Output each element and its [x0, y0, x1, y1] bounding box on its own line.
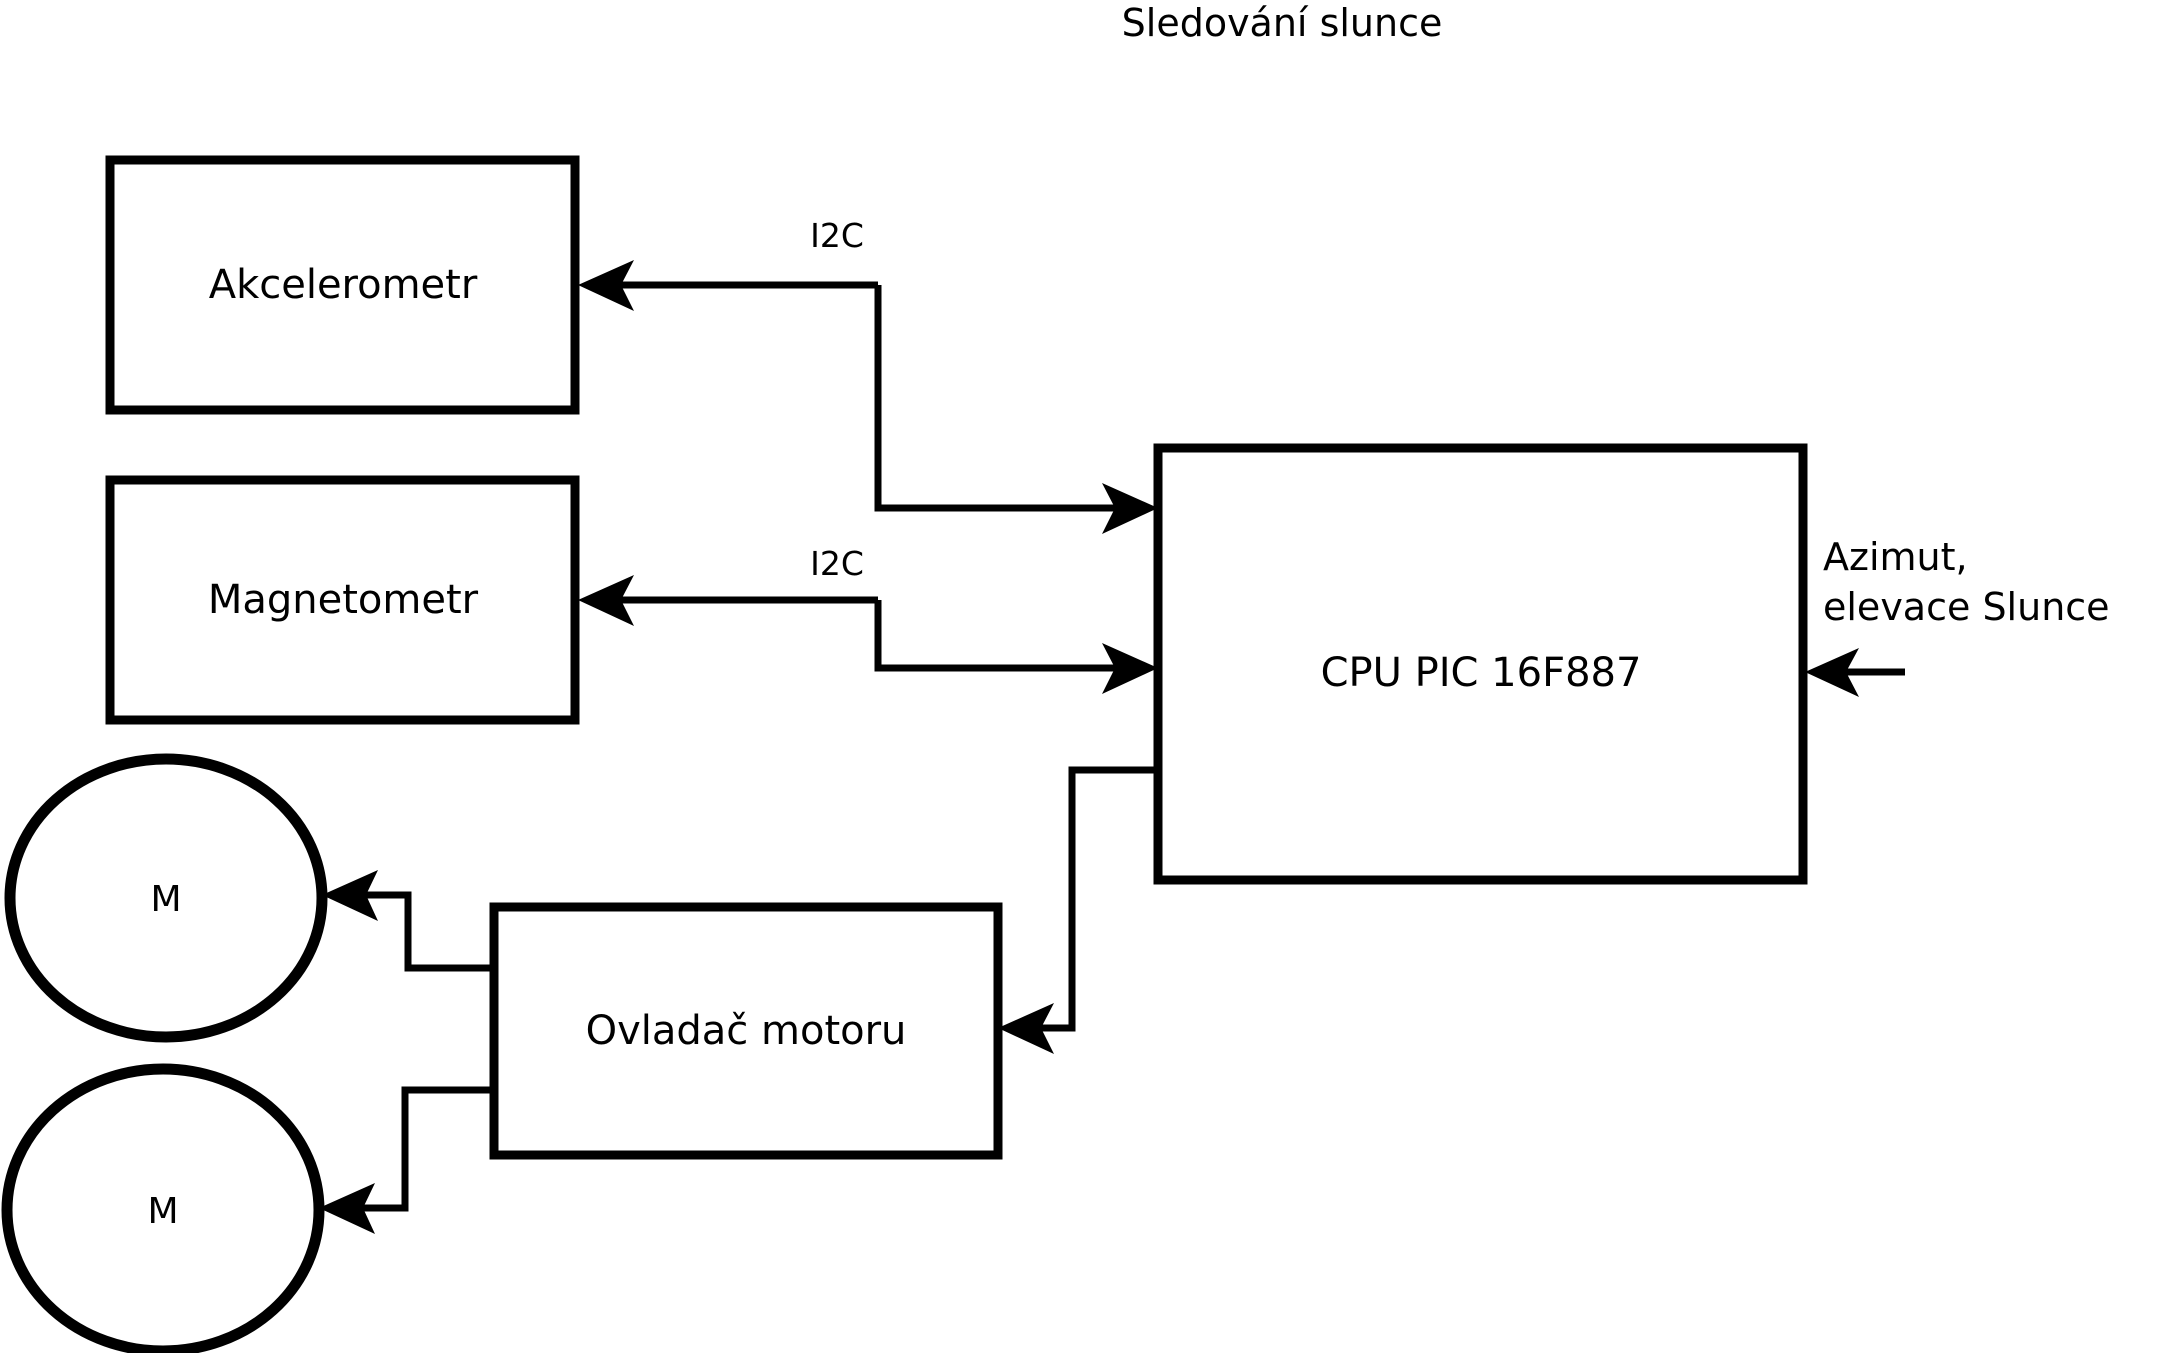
arrowhead-into-cpu-right [1805, 648, 1859, 697]
node-akcelerometr[interactable]: Akcelerometr [105, 155, 580, 415]
arrowhead-into-cpu-top [1102, 483, 1158, 534]
side-label-azimut-line1: Azimut, [1823, 535, 1968, 579]
node-motor-bottom[interactable]: M [1, 1063, 325, 1353]
edge-cpu-to-magnetometr [578, 575, 878, 626]
edge-akcelerometr-to-cpu-wire [874, 285, 1115, 512]
diagram-title: Sledování slunce [1122, 1, 1443, 45]
cpu-label: CPU PIC 16F887 [1321, 650, 1642, 696]
edge-sun-input-to-cpu [1805, 648, 1905, 697]
arrowhead-into-motor-bottom [319, 1183, 375, 1234]
arrowhead-into-motor-top [322, 870, 378, 921]
edge-ovladac-to-motor-top-wire [366, 891, 494, 972]
node-motor-top[interactable]: M [4, 753, 328, 1043]
edge-akcelerometr-to-cpu [874, 285, 1158, 534]
motor-top-circle [4, 753, 328, 1043]
edge-label-i2c-accelerometer: I2C [810, 216, 864, 255]
arrowhead-into-akcelerometr [578, 260, 634, 311]
edge-cpu-to-akcelerometr [578, 260, 878, 311]
edge-magnetometr-to-cpu-wire [874, 600, 1115, 672]
akcelerometr-label: Akcelerometr [209, 262, 478, 308]
edge-cpu-to-ovladac-wire [1041, 766, 1158, 1032]
edge-label-i2c-magnetometer: I2C [810, 544, 864, 583]
node-ovladac-motoru[interactable]: Ovladač motoru [489, 902, 1003, 1160]
edge-magnetometr-to-cpu [874, 600, 1158, 694]
side-label-azimut-line2: elevace Slunce [1823, 585, 2110, 629]
magnetometr-box [105, 475, 580, 725]
edge-ovladac-to-motor-bottom [319, 1086, 494, 1234]
node-magnetometr[interactable]: Magnetometr [105, 475, 580, 725]
node-cpu[interactable]: CPU PIC 16F887 [1153, 443, 1808, 885]
ovladac-motoru-box [489, 902, 1003, 1160]
arrowhead-into-magnetometr [578, 575, 634, 626]
ovladac-motoru-label: Ovladač motoru [586, 1008, 907, 1054]
akcelerometr-box [105, 155, 580, 415]
arrowhead-into-ovladac [998, 1003, 1054, 1054]
magnetometr-label: Magnetometr [208, 577, 479, 623]
motor-bottom-label: M [147, 1191, 178, 1232]
motor-top-label: M [150, 879, 181, 920]
arrowhead-into-cpu-bottom [1102, 643, 1158, 694]
cpu-box [1153, 443, 1808, 885]
motor-bottom-circle [1, 1063, 325, 1353]
edge-ovladac-to-motor-bottom-wire [363, 1086, 494, 1212]
edge-cpu-to-ovladac [998, 766, 1158, 1054]
edge-ovladac-to-motor-top [322, 870, 494, 972]
